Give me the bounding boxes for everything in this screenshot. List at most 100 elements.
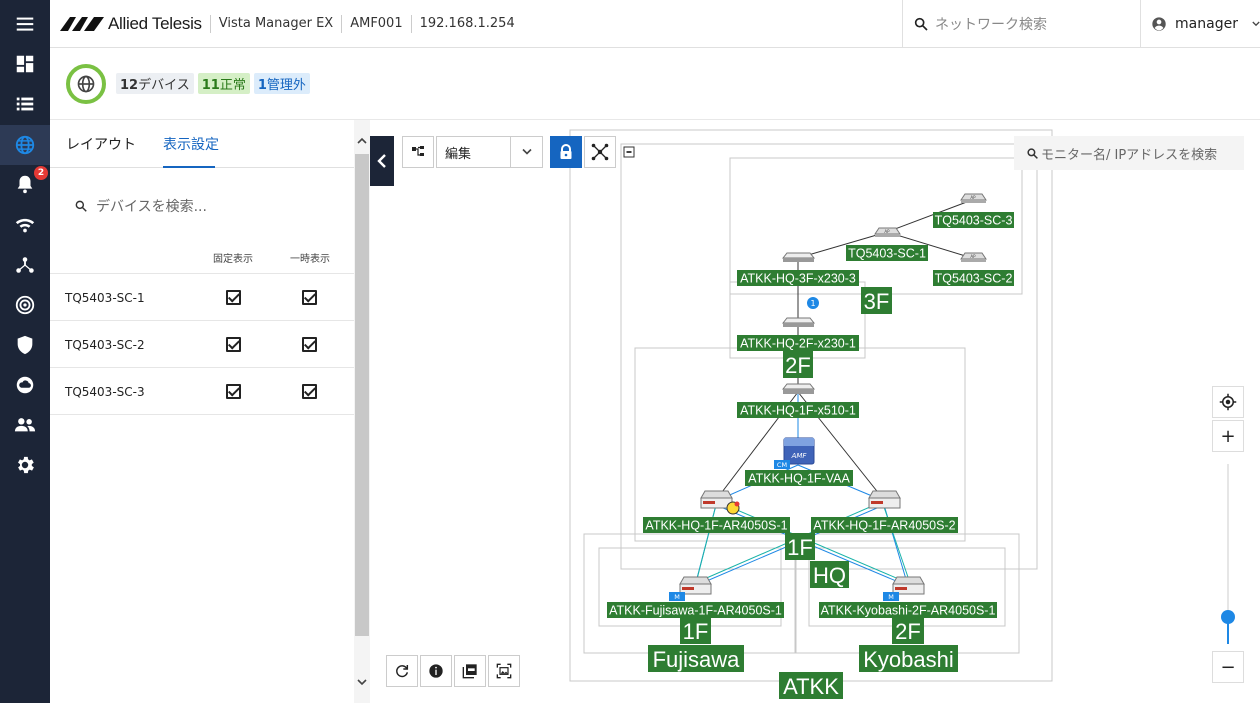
group-label-1f[interactable]: 1F: [785, 533, 815, 560]
globe-icon[interactable]: [0, 125, 50, 165]
node-label-ar2[interactable]: ATKK-HQ-1F-AR4050S-2: [811, 517, 958, 533]
node-label-x230-2f[interactable]: ATKK-HQ-2F-x230-1: [737, 335, 859, 351]
device-search[interactable]: デバイスを検索...: [74, 196, 207, 216]
zoom-in-button[interactable]: +: [1212, 420, 1244, 452]
node-label-sc3[interactable]: TQ5403-SC-3: [933, 212, 1014, 228]
topology-icon[interactable]: [0, 245, 50, 285]
info-button[interactable]: [420, 655, 452, 687]
gear-icon[interactable]: [0, 445, 50, 485]
cloud-icon[interactable]: [0, 365, 50, 405]
lock-layout-button[interactable]: [550, 136, 582, 168]
node-label-fujisawa[interactable]: ATKK-Fujisawa-1F-AR4050S-1: [607, 602, 784, 618]
ap-device-sc3[interactable]: AP: [960, 193, 987, 203]
group-label-hq[interactable]: HQ: [810, 561, 849, 588]
collapse-panel-button[interactable]: [370, 136, 394, 186]
unmanaged-count-label: 管理外: [266, 78, 306, 93]
node-label-vaa[interactable]: ATKK-HQ-1F-VAA: [745, 470, 853, 486]
temp-display-checkbox[interactable]: [302, 290, 317, 305]
center-map-button[interactable]: [1212, 386, 1244, 418]
zoom-out-button[interactable]: −: [1212, 651, 1244, 683]
group-label-2f[interactable]: 2F: [783, 351, 813, 378]
zoom-slider-track[interactable]: [1227, 464, 1229, 644]
normal-count: 11: [201, 78, 220, 93]
scrollbar-thumb[interactable]: [355, 154, 369, 636]
bell-icon[interactable]: 2: [0, 164, 50, 204]
group-label-kyobashi[interactable]: Kyobashi: [859, 645, 958, 672]
refresh-button[interactable]: [386, 655, 418, 687]
unmanaged-count-badge[interactable]: 1管理外: [253, 73, 310, 94]
topology-map[interactable]: AP AP AP 1 AMF: [370, 120, 1260, 703]
link-count-badge[interactable]: [807, 297, 819, 309]
people-icon[interactable]: [0, 405, 50, 445]
tab-display-settings[interactable]: 表示設定: [163, 137, 219, 153]
device-name: TQ5403-SC-3: [65, 385, 145, 399]
wifi-icon[interactable]: [0, 205, 50, 245]
tree-layout-icon: [412, 146, 424, 156]
device-name: TQ5403-SC-1: [65, 291, 145, 305]
node-label-kyobashi[interactable]: ATKK-Kyobashi-2F-AR4050S-1: [819, 602, 997, 618]
scroll-down-icon[interactable]: [357, 677, 367, 687]
topology-canvas[interactable]: AP AP AP 1 AMF: [370, 120, 1260, 703]
ap-device-sc2[interactable]: AP: [960, 252, 987, 262]
switch-device-2f[interactable]: [781, 317, 816, 327]
device-count-label: デバイス: [138, 78, 190, 93]
chevron-left-icon: [377, 154, 386, 168]
node-label-ar1[interactable]: ATKK-HQ-1F-AR4050S-1: [643, 517, 790, 533]
shield-icon[interactable]: [0, 325, 50, 365]
column-fixed-display: 固定表示: [213, 254, 253, 265]
edit-mode-select[interactable]: 編集: [436, 136, 543, 168]
network-ip: 192.168.1.254: [410, 14, 523, 33]
group-label-fujisawa-1f[interactable]: 1F: [680, 617, 711, 644]
scroll-up-icon[interactable]: [357, 136, 367, 146]
router-device-fujisawa[interactable]: M: [669, 576, 712, 601]
network-search[interactable]: ネットワーク検索: [902, 0, 1140, 48]
alert-count-badge: 2: [34, 166, 48, 180]
amf-tag: AMF: [791, 452, 808, 460]
router-device-ar1[interactable]: [700, 490, 740, 515]
normal-count-badge[interactable]: 11正常: [197, 73, 250, 94]
switch-device-3f[interactable]: [781, 252, 816, 262]
temp-display-checkbox[interactable]: [302, 337, 317, 352]
node-label-x510[interactable]: ATKK-HQ-1F-x510-1: [737, 402, 859, 418]
nav-rail: 2: [0, 0, 50, 703]
temp-display-checkbox[interactable]: [302, 384, 317, 399]
monitor-search[interactable]: モニター名/ IPアドレスを検索: [1014, 136, 1244, 170]
group-label-kyobashi-2f[interactable]: 2F: [892, 617, 924, 644]
menu-icon[interactable]: [0, 4, 50, 44]
svg-text:ATKK-Fujisawa-1F-AR4050S-1: ATKK-Fujisawa-1F-AR4050S-1: [609, 604, 782, 618]
network-search-placeholder: ネットワーク検索: [935, 17, 1047, 33]
group-label-fujisawa[interactable]: Fujisawa: [648, 645, 744, 672]
edit-mode-value: 編集: [445, 146, 472, 162]
export-image-button[interactable]: [488, 655, 520, 687]
export-pdf-button[interactable]: [454, 655, 486, 687]
radar-icon[interactable]: [0, 285, 50, 325]
ap-device-sc1[interactable]: AP: [874, 227, 901, 237]
node-label-sc2[interactable]: TQ5403-SC-2: [933, 270, 1014, 286]
device-count-badge[interactable]: 12デバイス: [116, 73, 194, 94]
vaa-server-device[interactable]: AMF CM: [774, 437, 815, 469]
svg-text:ATKK-HQ-1F-AR4050S-2: ATKK-HQ-1F-AR4050S-2: [813, 519, 955, 533]
group-label-3f[interactable]: 3F: [861, 287, 892, 314]
dashboard-icon[interactable]: [0, 44, 50, 84]
fixed-display-checkbox[interactable]: [226, 384, 241, 399]
fixed-display-checkbox[interactable]: [226, 337, 241, 352]
zoom-slider-knob[interactable]: [1221, 610, 1235, 624]
m-tag: M: [888, 593, 894, 601]
panel-scrollbar[interactable]: [354, 120, 370, 703]
router-device-ar2[interactable]: [868, 490, 901, 509]
chevron-down-icon: [510, 137, 542, 167]
auto-arrange-button[interactable]: [584, 136, 616, 168]
product-name: Vista Manager EX: [209, 14, 341, 33]
switch-device-1f[interactable]: [781, 383, 816, 394]
group-label-atkk[interactable]: ATKK: [779, 672, 843, 699]
layout-tree-button[interactable]: [402, 136, 434, 168]
fixed-display-checkbox[interactable]: [226, 290, 241, 305]
router-device-kyobashi[interactable]: M: [883, 576, 925, 601]
user-menu[interactable]: manager: [1140, 0, 1260, 48]
svg-text:2F: 2F: [895, 619, 921, 644]
node-label-x230-3f[interactable]: ATKK-HQ-3F-x230-3: [737, 270, 859, 286]
node-label-sc1[interactable]: TQ5403-SC-1: [846, 245, 928, 261]
svg-text:Fujisawa: Fujisawa: [653, 647, 741, 672]
tab-layout[interactable]: レイアウト: [66, 137, 136, 153]
list-icon[interactable]: [0, 84, 50, 124]
